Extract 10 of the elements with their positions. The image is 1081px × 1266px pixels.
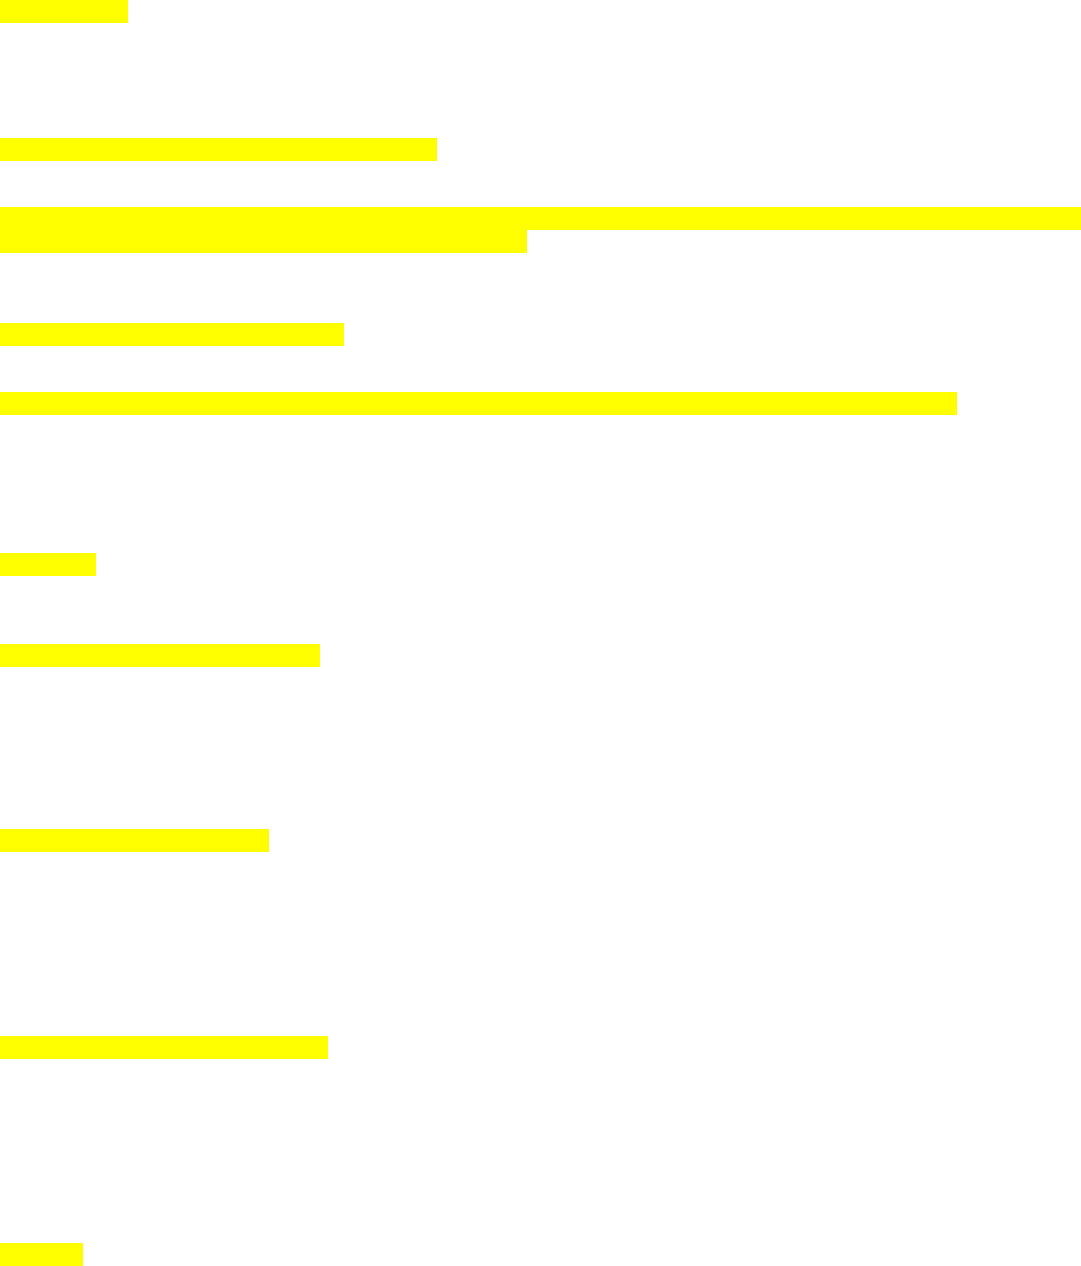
highlight-bar bbox=[0, 323, 344, 346]
highlight-bar bbox=[0, 553, 96, 576]
highlight-bar bbox=[0, 644, 320, 667]
highlight-bar bbox=[0, 230, 527, 253]
highlight-bar bbox=[0, 1243, 83, 1266]
highlight-bar bbox=[0, 0, 128, 23]
highlight-bar bbox=[0, 829, 269, 852]
highlight-bar bbox=[0, 1036, 328, 1059]
highlight-bar bbox=[0, 392, 957, 415]
highlight-bar bbox=[0, 138, 437, 161]
